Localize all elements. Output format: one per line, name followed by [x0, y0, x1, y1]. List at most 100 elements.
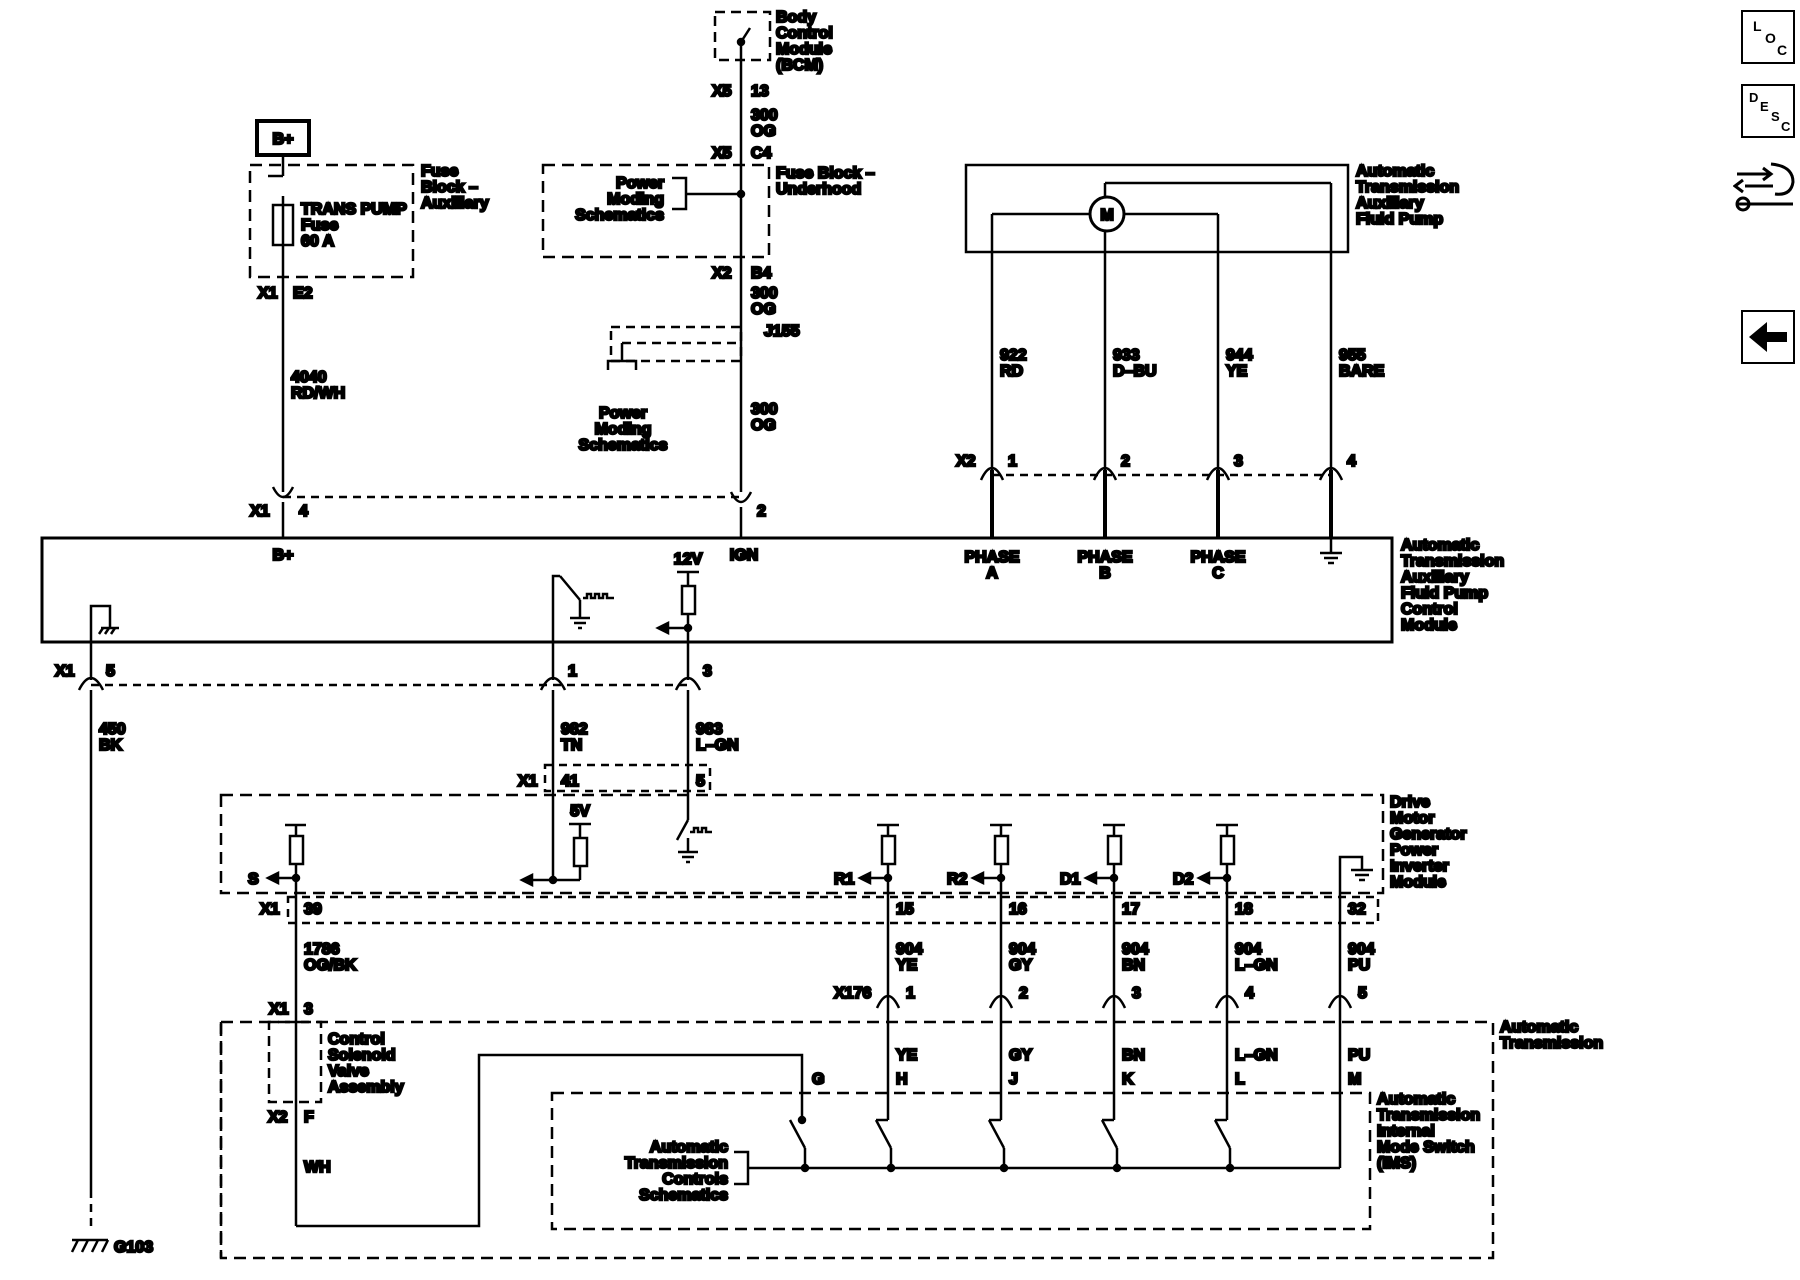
pin-label: 4: [1245, 985, 1254, 1002]
connector-tool-icon[interactable]: [1732, 156, 1797, 216]
wire-label: YE: [896, 957, 918, 974]
svg-text:Automatic: Automatic: [650, 1139, 728, 1156]
pullup-resistor: [1219, 834, 1236, 866]
wires-904: 904YE1YEH904GY2GYJ904BN3BNK904L–GN4L–GNL…: [219, 893, 1376, 1258]
svg-text:L–GN: L–GN: [696, 737, 739, 754]
svg-text:300: 300: [751, 401, 778, 418]
svg-text:PHASE: PHASE: [1077, 549, 1132, 566]
wire-label: 904: [1348, 941, 1375, 958]
pin-label: 1: [906, 985, 915, 1002]
connector-terminal: [1101, 994, 1127, 1009]
desc-button[interactable]: D E S C: [1741, 84, 1795, 138]
pullup-resistor: [1106, 834, 1123, 866]
svg-text:Drive: Drive: [1390, 794, 1430, 811]
svg-text:3: 3: [1234, 453, 1243, 470]
svg-text:955: 955: [1339, 347, 1366, 364]
svg-text:Control: Control: [328, 1031, 385, 1048]
svg-text:Transmission: Transmission: [1377, 1107, 1480, 1124]
svg-text:Schematics: Schematics: [579, 437, 668, 454]
svg-text:Mode Switch: Mode Switch: [1377, 1139, 1475, 1156]
svg-text:OG: OG: [751, 417, 776, 434]
svg-text:4: 4: [1347, 453, 1356, 470]
svg-text:J155: J155: [764, 323, 800, 340]
svg-text:E2: E2: [293, 285, 313, 302]
svg-text:41: 41: [561, 773, 579, 790]
svg-text:Moding: Moding: [607, 191, 664, 208]
wire-label: L–GN: [1235, 957, 1278, 974]
svg-text:B4: B4: [751, 265, 772, 282]
svg-text:B+: B+: [273, 547, 294, 564]
svg-text:X1: X1: [260, 901, 280, 918]
connector-x1-inverter: X1 39 15 16 17 18 32: [259, 895, 1380, 925]
pin-label: 2: [1019, 985, 1028, 1002]
svg-text:Moding: Moding: [595, 421, 652, 438]
svg-text:F: F: [304, 1109, 314, 1126]
svg-text:32: 32: [1348, 901, 1366, 918]
svg-text:Block –: Block –: [421, 179, 478, 196]
svg-text:17: 17: [1122, 901, 1140, 918]
svg-text:B+: B+: [273, 131, 294, 148]
svg-text:1: 1: [1008, 453, 1017, 470]
ims-pin-label: M: [1348, 1071, 1361, 1088]
connector-x1-dmg: X1 41 5: [517, 763, 712, 793]
wire-label: 904: [1122, 941, 1149, 958]
connector-terminal: [875, 994, 901, 1009]
svg-text:Automatic: Automatic: [1500, 1019, 1578, 1036]
svg-text:Controls: Controls: [662, 1171, 728, 1188]
loc-button[interactable]: L O C: [1741, 10, 1795, 64]
svg-text:Underhood: Underhood: [776, 181, 861, 198]
svg-text:OG/BK: OG/BK: [304, 957, 357, 974]
pullup-resistor: [880, 834, 897, 866]
ims-pin-label: H: [896, 1071, 908, 1088]
svg-text:300: 300: [751, 107, 778, 124]
pullup-resistor: [993, 834, 1010, 866]
wire-color-label: L–GN: [1235, 1047, 1278, 1064]
svg-text:BK: BK: [99, 737, 123, 754]
connector-terminal: [1327, 994, 1353, 1009]
svg-text:15: 15: [896, 901, 914, 918]
back-button[interactable]: [1741, 310, 1795, 364]
svg-text:Fuse: Fuse: [301, 217, 338, 234]
svg-text:X1: X1: [258, 285, 278, 302]
svg-text:X1: X1: [250, 503, 270, 520]
svg-text:Transmission: Transmission: [1401, 553, 1504, 570]
svg-text:YE: YE: [1226, 363, 1248, 380]
ims-pin-label: L: [1235, 1071, 1245, 1088]
internal-mode-switch: Automatic Transmission Internal Mode Swi…: [550, 1070, 1481, 1231]
connector-terminal: [988, 994, 1014, 1009]
svg-text:5: 5: [106, 663, 115, 680]
wire-color-label: YE: [896, 1047, 918, 1064]
left-arrow-icon: [1749, 322, 1787, 352]
automatic-transmission: Automatic Transmission X176: [219, 984, 1604, 1260]
svg-text:60 A: 60 A: [301, 233, 335, 250]
mode-switch: [1100, 1119, 1119, 1149]
wire-color-label: BN: [1122, 1047, 1145, 1064]
output-label: D2: [1173, 871, 1194, 888]
svg-text:Fluid Pump: Fluid Pump: [1356, 211, 1443, 228]
svg-text:2: 2: [1121, 453, 1130, 470]
svg-text:X1: X1: [269, 1001, 289, 1018]
svg-text:TRANS PUMP: TRANS PUMP: [301, 201, 407, 218]
svg-text:Power: Power: [1390, 842, 1438, 859]
svg-text:TN: TN: [561, 737, 582, 754]
output-label: R1: [834, 871, 855, 888]
svg-text:3: 3: [703, 663, 712, 680]
svg-text:Power: Power: [616, 175, 664, 192]
svg-text:4040: 4040: [291, 369, 327, 386]
connector-x1-top: X1 4 2: [249, 486, 767, 521]
control-solenoid-valve-assembly: X1 3 X2 F Control Solenoid Valve Assembl…: [267, 1000, 405, 1178]
mode-switch: [1213, 1119, 1232, 1149]
svg-text:Control: Control: [1401, 601, 1458, 618]
svg-text:944: 944: [1226, 347, 1253, 364]
svg-text:Valve: Valve: [328, 1063, 369, 1080]
svg-text:Transmission: Transmission: [1500, 1035, 1603, 1052]
ground-g103-label: G103: [114, 1239, 153, 1256]
svg-text:450: 450: [99, 721, 126, 738]
svg-text:PHASE: PHASE: [1190, 549, 1245, 566]
svg-text:983: 983: [696, 721, 723, 738]
svg-text:4: 4: [299, 503, 308, 520]
output-label: R2: [947, 871, 968, 888]
svg-text:X2: X2: [268, 1109, 288, 1126]
wire-label: 904: [896, 941, 923, 958]
pin-label: 5: [1358, 985, 1367, 1002]
